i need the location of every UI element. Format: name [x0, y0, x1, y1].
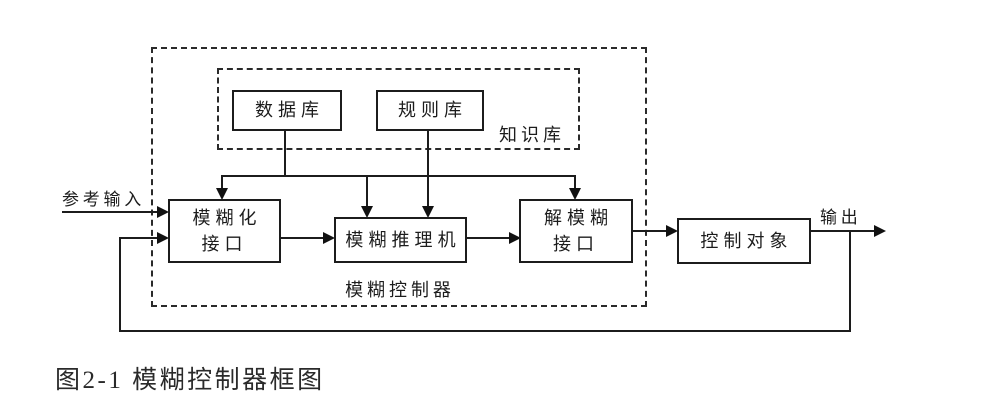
connector-bus-to-fuzzification [221, 175, 223, 189]
fuzzy-controller-group-outline [151, 47, 647, 307]
rule-base-box: 规则库 [376, 90, 484, 131]
arrowhead-into-controlled-object [666, 225, 678, 237]
database-box: 数据库 [232, 90, 342, 131]
defuzzification-interface-box: 解模糊 接口 [519, 199, 633, 263]
connector-feedback-bottom [119, 330, 851, 332]
connector-feedback-rise [119, 237, 121, 332]
connector-defuzzification-to-object [629, 230, 667, 232]
connector-output [807, 230, 875, 232]
knowledge-base-group-label: 知识库 [499, 125, 565, 145]
connector-bus-to-inference-left [366, 175, 368, 207]
knowledge-base-group-outline [217, 68, 580, 150]
connector-feedback-drop [849, 231, 851, 331]
arrowhead-into-fuzzification-top [216, 188, 228, 200]
connector-rulebase-stem [427, 127, 429, 208]
output-label: 输出 [820, 208, 862, 227]
arrowhead-reference-input [157, 206, 169, 218]
arrowhead-into-inference-left [361, 206, 373, 218]
fuzzy-inference-engine-box: 模糊推理机 [334, 217, 467, 263]
arrowhead-into-defuzzification [509, 232, 521, 244]
figure-caption: 图2-1 模糊控制器框图 [55, 367, 325, 394]
connector-feedback-in [119, 237, 158, 239]
connector-bus-to-defuzzification [574, 175, 576, 189]
fuzzification-interface-box: 模糊化 接口 [168, 199, 281, 263]
controlled-object-box: 控制对象 [677, 218, 811, 264]
arrowhead-output [874, 225, 886, 237]
connector-database-stem [284, 127, 286, 176]
arrowhead-into-inference [323, 232, 335, 244]
arrowhead-into-inference-right [422, 206, 434, 218]
connector-reference-input [62, 211, 158, 213]
reference-input-label: 参考输入 [62, 190, 145, 209]
connector-distribution-bus [221, 175, 576, 177]
connector-inference-to-defuzzification [463, 237, 510, 239]
arrowhead-feedback-in [157, 232, 169, 244]
arrowhead-into-defuzzification-top [569, 188, 581, 200]
connector-fuzzification-to-inference [277, 237, 324, 239]
fuzzy-controller-group-label: 模糊控制器 [345, 280, 455, 300]
